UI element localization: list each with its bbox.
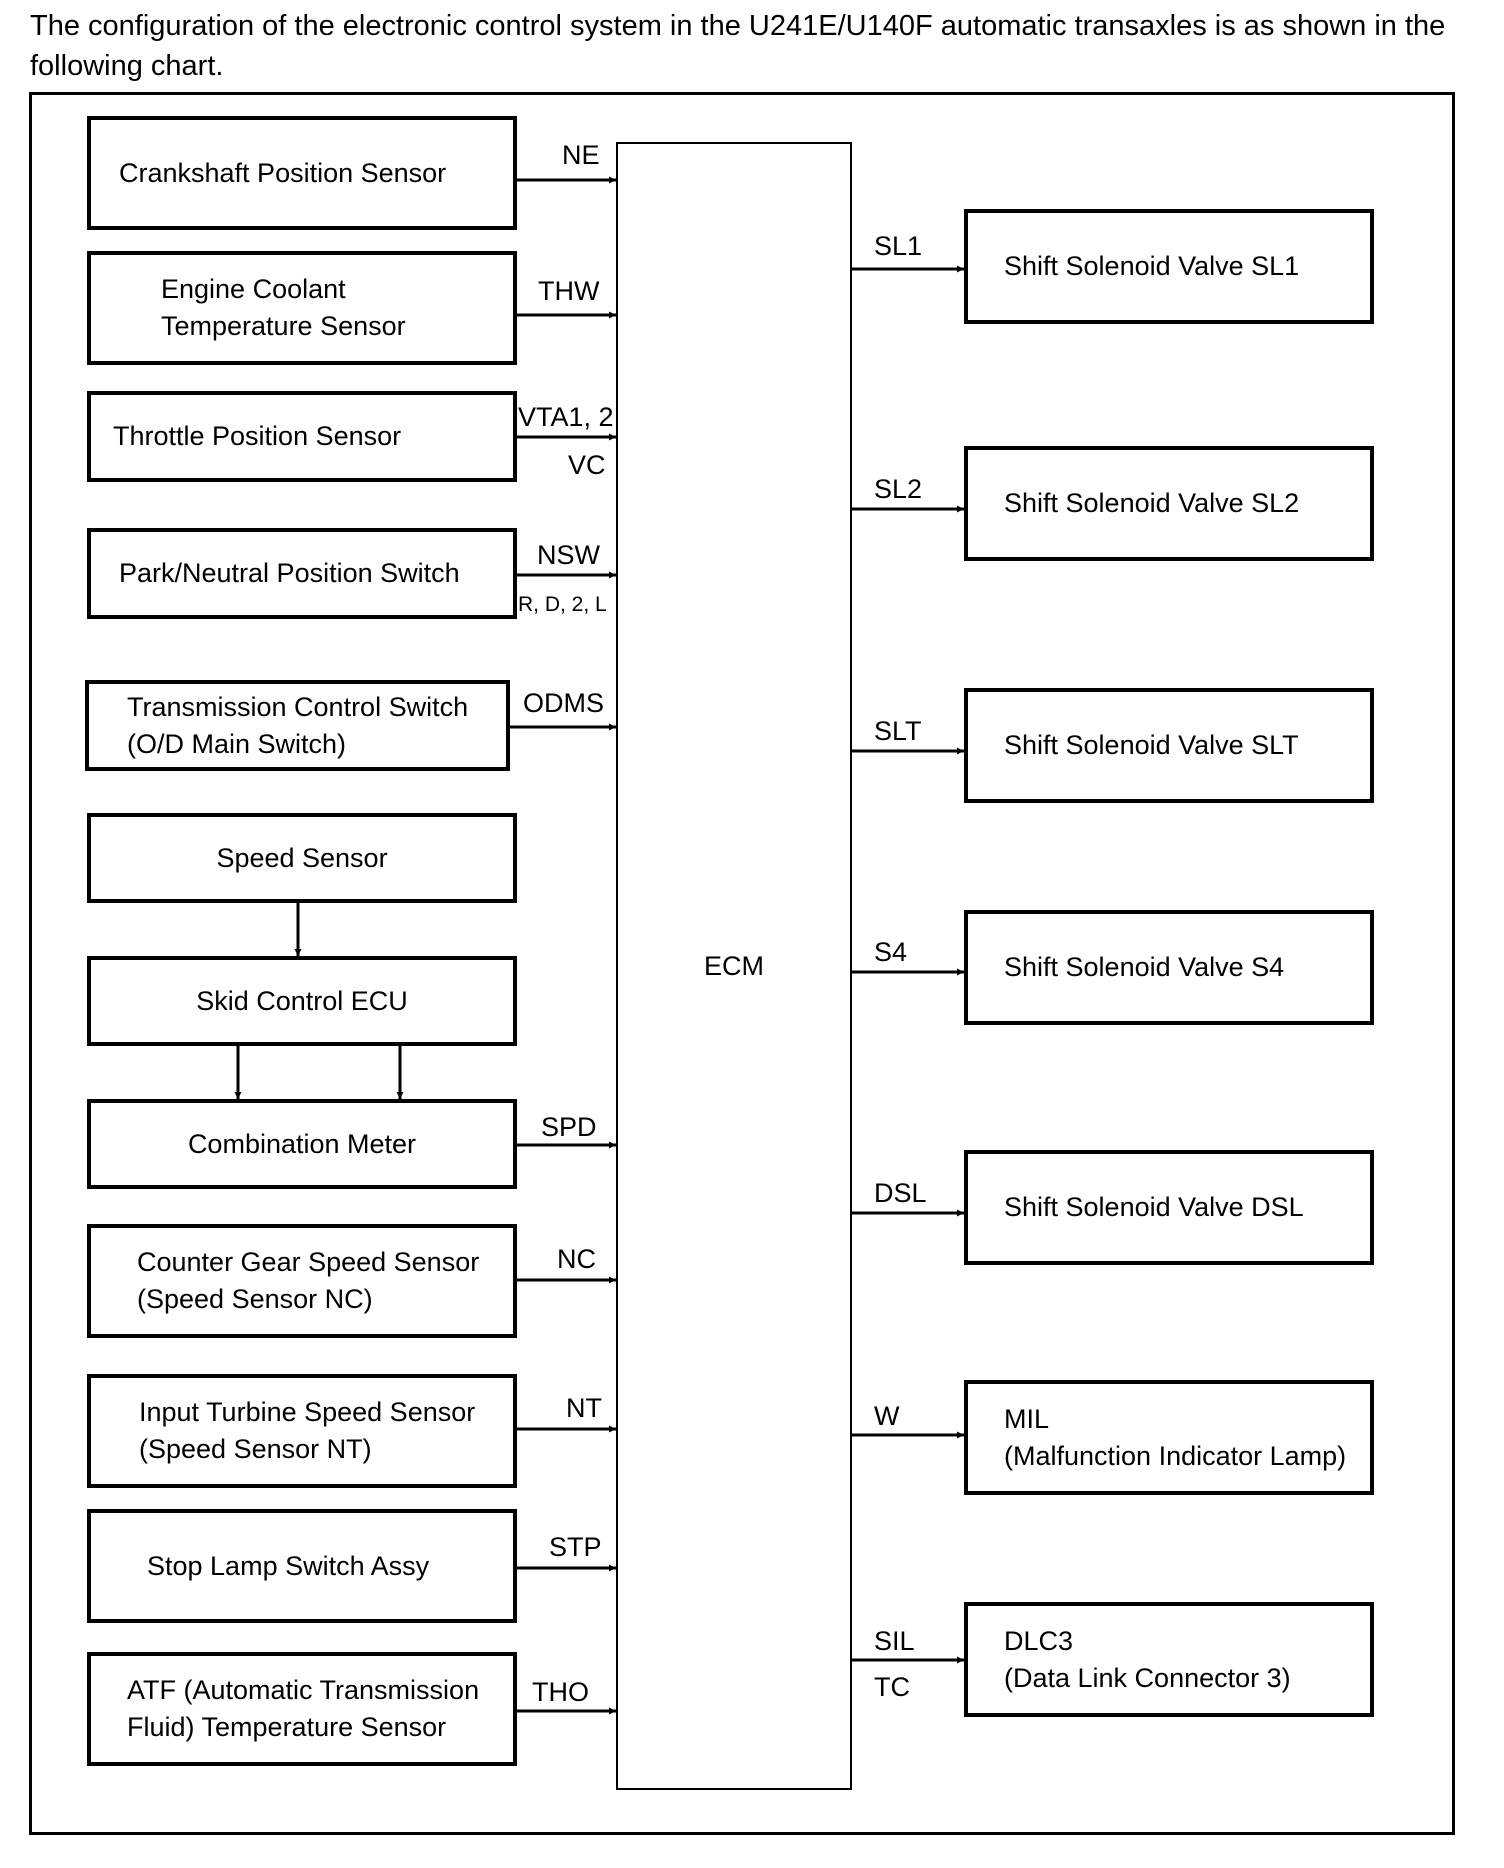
signal-label: NT: [566, 1393, 602, 1423]
block-label-line: Engine Coolant: [161, 274, 346, 304]
signal-label: R, D, 2, L: [518, 593, 607, 616]
block-label-line: Combination Meter: [187, 1128, 417, 1159]
input-block-label: Transmission Control Switch (O/D Main Swi…: [127, 689, 468, 763]
input-block: Counter Gear Speed Sensor (Speed Sensor N…: [87, 1224, 517, 1338]
output-block: Shift Solenoid Valve SL2: [964, 446, 1374, 561]
input-block-label: Combination Meter: [188, 1126, 416, 1163]
input-block: Park/Neutral Position Switch: [87, 528, 517, 619]
block-label-line: (Speed Sensor NC): [137, 1284, 373, 1314]
input-block-label: Speed Sensor: [216, 840, 387, 877]
signal-label: SL1: [874, 231, 923, 261]
input-block-label: Stop Lamp Switch Assy: [147, 1548, 429, 1585]
block-label-line: ATF (Automatic Transmission: [127, 1675, 480, 1705]
block-label-line: Skid Control ECU: [196, 985, 408, 1016]
input-block: Speed Sensor: [87, 813, 517, 903]
input-block-label: Skid Control ECU: [196, 983, 408, 1020]
input-block: Stop Lamp Switch Assy: [87, 1509, 517, 1623]
block-label-line: (O/D Main Switch): [127, 728, 347, 759]
input-block-label: Counter Gear Speed Sensor (Speed Sensor N…: [137, 1244, 479, 1318]
block-label-line: (Speed Sensor NT): [139, 1434, 372, 1464]
signal-label: VTA1, 2: [518, 402, 614, 432]
block-label-line: Throttle Position Sensor: [113, 421, 402, 451]
signal-label: NC: [557, 1244, 596, 1274]
output-block: MIL (Malfunction Indicator Lamp): [964, 1380, 1374, 1495]
input-block-label: Crankshaft Position Sensor: [119, 155, 446, 192]
signal-label: TC: [874, 1672, 910, 1702]
intro-text: The configuration of the electronic cont…: [30, 10, 1446, 82]
signal-label: SIL: [874, 1626, 915, 1656]
output-block-label: DLC3 (Data Link Connector 3): [1004, 1623, 1291, 1697]
input-block: Skid Control ECU: [87, 956, 517, 1046]
signal-label: NSW: [537, 540, 600, 570]
block-label-line: Shift Solenoid Valve SLT: [1004, 730, 1299, 760]
block-label-line: Shift Solenoid Valve SL2: [1004, 488, 1300, 518]
block-label-line: Transmission Control Switch: [127, 691, 469, 722]
input-block: Crankshaft Position Sensor: [87, 116, 517, 230]
block-label-line: (Data Link Connector 3): [1004, 1662, 1291, 1693]
signal-label: VC: [568, 450, 606, 480]
block-label-line: Shift Solenoid Valve SL1: [1004, 251, 1300, 281]
output-block-label: Shift Solenoid Valve SLT: [1004, 727, 1299, 764]
output-block-label: Shift Solenoid Valve S4: [1004, 949, 1284, 986]
signal-label: W: [874, 1401, 900, 1431]
signal-label: STP: [549, 1532, 602, 1562]
diagram-frame: [29, 92, 1455, 1835]
block-label-line: Counter Gear Speed Sensor: [137, 1247, 480, 1277]
block-label-line: (Malfunction Indicator Lamp): [1004, 1440, 1347, 1471]
output-block-label: Shift Solenoid Valve SL1: [1004, 248, 1299, 285]
signal-label: ODMS: [523, 688, 604, 718]
output-block: Shift Solenoid Valve SLT: [964, 688, 1374, 803]
signal-label: THO: [532, 1677, 589, 1707]
output-block-label: MIL (Malfunction Indicator Lamp): [1004, 1401, 1346, 1475]
input-block-label: Park/Neutral Position Switch: [119, 555, 460, 592]
input-block: Input Turbine Speed Sensor (Speed Sensor …: [87, 1374, 517, 1488]
block-label-line: Temperature Sensor: [161, 311, 406, 341]
input-block: Combination Meter: [87, 1099, 517, 1189]
output-block: Shift Solenoid Valve SL1: [964, 209, 1374, 324]
ecm-block: ECM: [616, 142, 852, 1790]
block-label-line: MIL: [1004, 1403, 1050, 1434]
input-block: Throttle Position Sensor: [87, 391, 517, 482]
block-label-line: Input Turbine Speed Sensor: [139, 1397, 476, 1427]
input-block: Transmission Control Switch (O/D Main Swi…: [85, 680, 510, 771]
input-block-label: Throttle Position Sensor: [113, 418, 401, 455]
signal-label: DSL: [874, 1178, 927, 1208]
ecm-label: ECM: [704, 950, 764, 981]
block-label-line: Stop Lamp Switch Assy: [147, 1550, 430, 1581]
signal-label: SLT: [874, 716, 922, 746]
block-label-line: Crankshaft Position Sensor: [119, 157, 447, 188]
output-block: Shift Solenoid Valve DSL: [964, 1150, 1374, 1265]
signal-label: NE: [562, 140, 600, 170]
output-block-label: Shift Solenoid Valve SL2: [1004, 485, 1299, 522]
block-label-line: Fluid) Temperature Sensor: [127, 1712, 447, 1742]
signal-label: SPD: [541, 1112, 597, 1142]
block-label-line: DLC3: [1004, 1625, 1074, 1656]
input-block-label: Input Turbine Speed Sensor (Speed Sensor …: [139, 1394, 475, 1468]
block-label-line: Shift Solenoid Valve DSL: [1004, 1192, 1304, 1222]
output-block: Shift Solenoid Valve S4: [964, 910, 1374, 1025]
block-label-line: Shift Solenoid Valve S4: [1004, 952, 1285, 982]
output-block-label: Shift Solenoid Valve DSL: [1004, 1189, 1304, 1226]
signal-label: SL2: [874, 474, 923, 504]
output-block: DLC3 (Data Link Connector 3): [964, 1602, 1374, 1717]
block-label-line: Park/Neutral Position Switch: [119, 558, 460, 588]
signal-label: S4: [874, 937, 908, 967]
signal-label: THW: [538, 276, 600, 306]
block-label-line: Speed Sensor: [216, 842, 388, 873]
